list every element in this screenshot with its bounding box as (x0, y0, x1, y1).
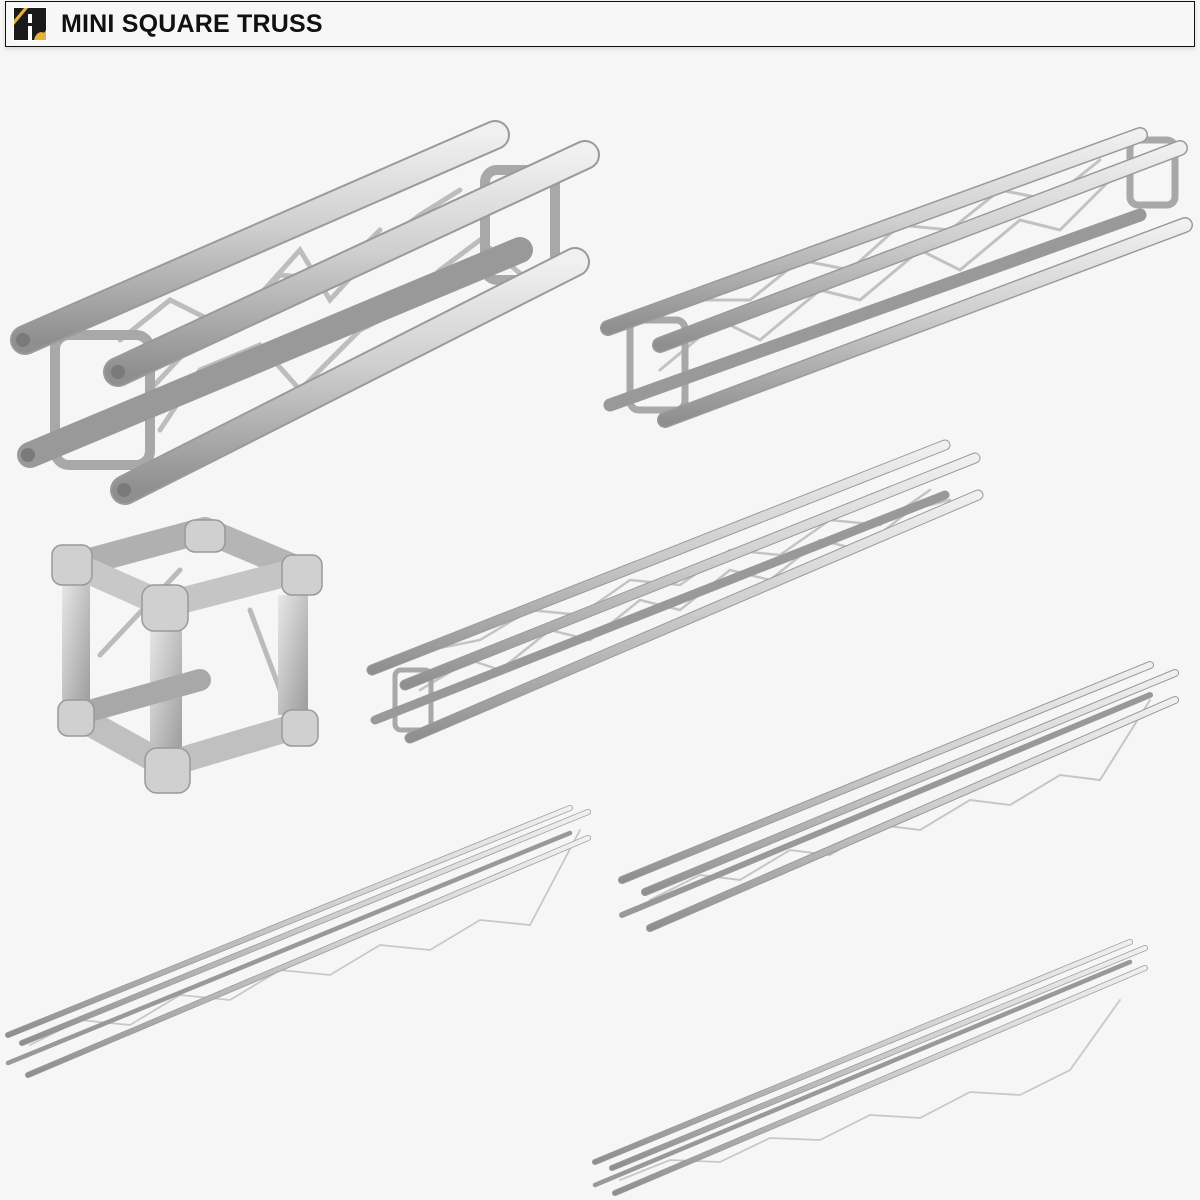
brand-logo-icon (13, 7, 47, 41)
page-title: MINI SQUARE TRUSS (61, 9, 323, 38)
header-bar: MINI SQUARE TRUSS (5, 1, 1195, 47)
